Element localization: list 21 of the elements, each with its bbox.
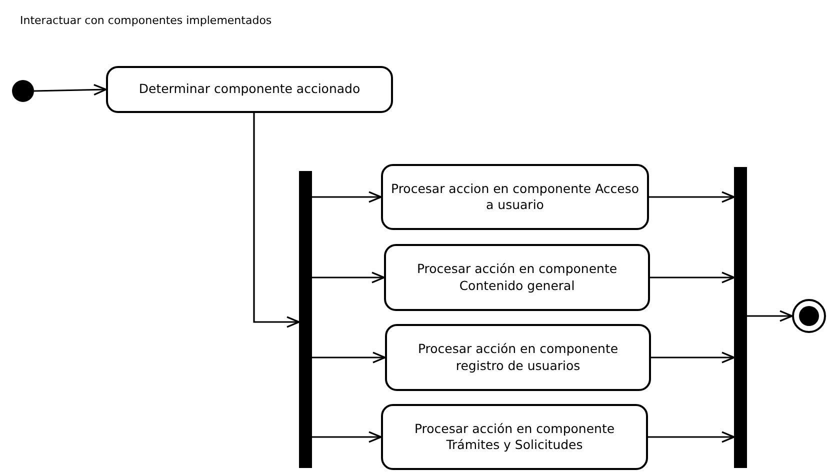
arrow — [747, 310, 793, 322]
arrow — [312, 272, 385, 284]
action-box: Determinar componente accionado — [106, 66, 393, 113]
action-box: Procesar acción en componente registro de usuarios — [385, 324, 651, 391]
end-node — [792, 299, 826, 333]
action-box: Procesar acción en componente Contenido general — [384, 244, 650, 311]
sync-bar — [734, 167, 747, 468]
sync-bar — [299, 171, 312, 468]
arrow — [253, 113, 300, 328]
arrow — [649, 191, 735, 203]
arrow — [312, 352, 386, 364]
arrow — [650, 272, 735, 284]
diagram-title: Interactuar con componentes implementados — [20, 14, 272, 27]
arrow — [34, 84, 107, 96]
arrow — [648, 431, 735, 443]
action-box: Procesar acción en componente Trámites y Solicitudes — [381, 404, 648, 470]
arrow — [312, 431, 382, 443]
start-node — [12, 80, 34, 102]
arrow — [312, 191, 382, 203]
arrow — [651, 352, 735, 364]
action-box: Procesar accion en componente Acceso a usuario — [381, 164, 649, 230]
